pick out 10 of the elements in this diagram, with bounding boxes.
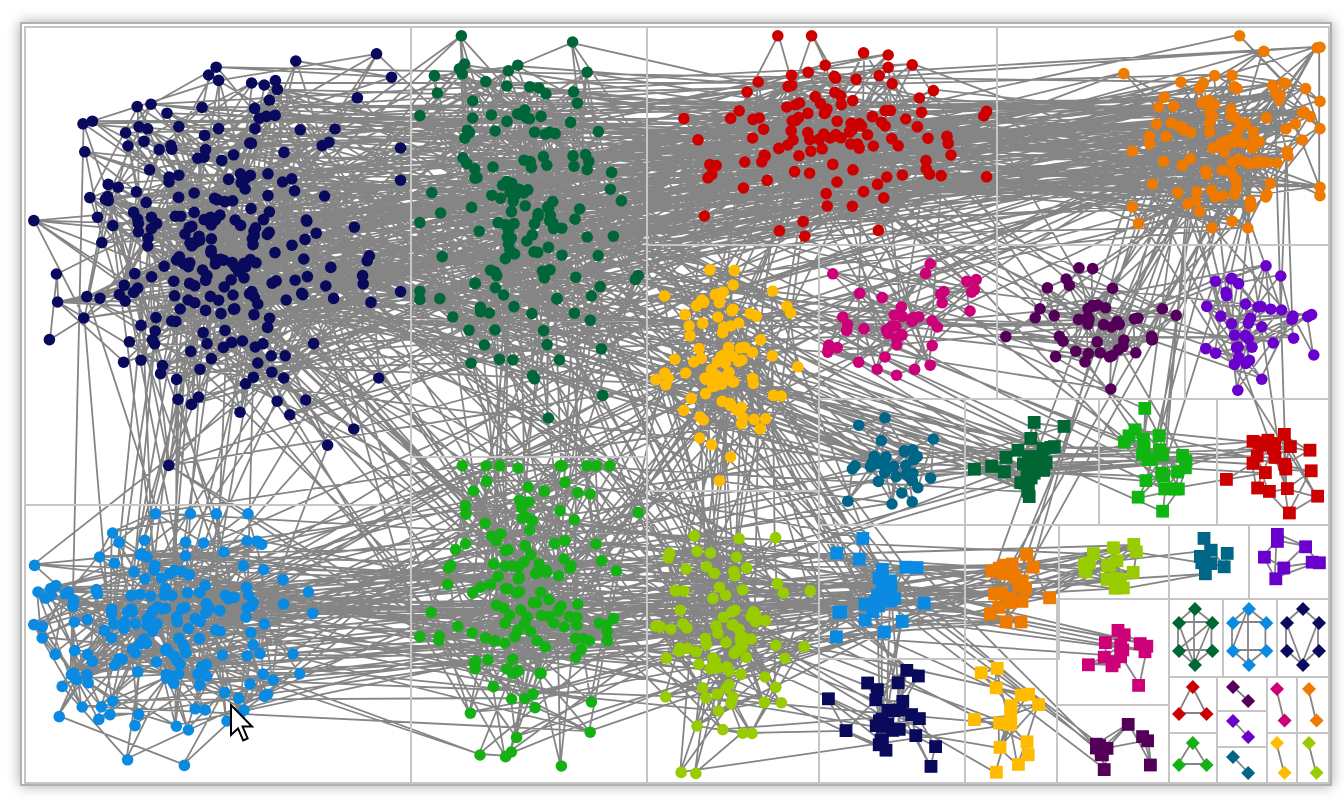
group-box bbox=[818, 658, 966, 784]
group-box bbox=[24, 504, 412, 784]
group-box bbox=[1296, 732, 1330, 784]
group-box bbox=[996, 26, 1330, 246]
group-box bbox=[1216, 746, 1268, 784]
group-box bbox=[1216, 398, 1330, 526]
group-box bbox=[1168, 732, 1218, 784]
group-box bbox=[964, 658, 1058, 784]
group-box bbox=[1296, 676, 1330, 734]
group-box bbox=[1266, 732, 1298, 784]
